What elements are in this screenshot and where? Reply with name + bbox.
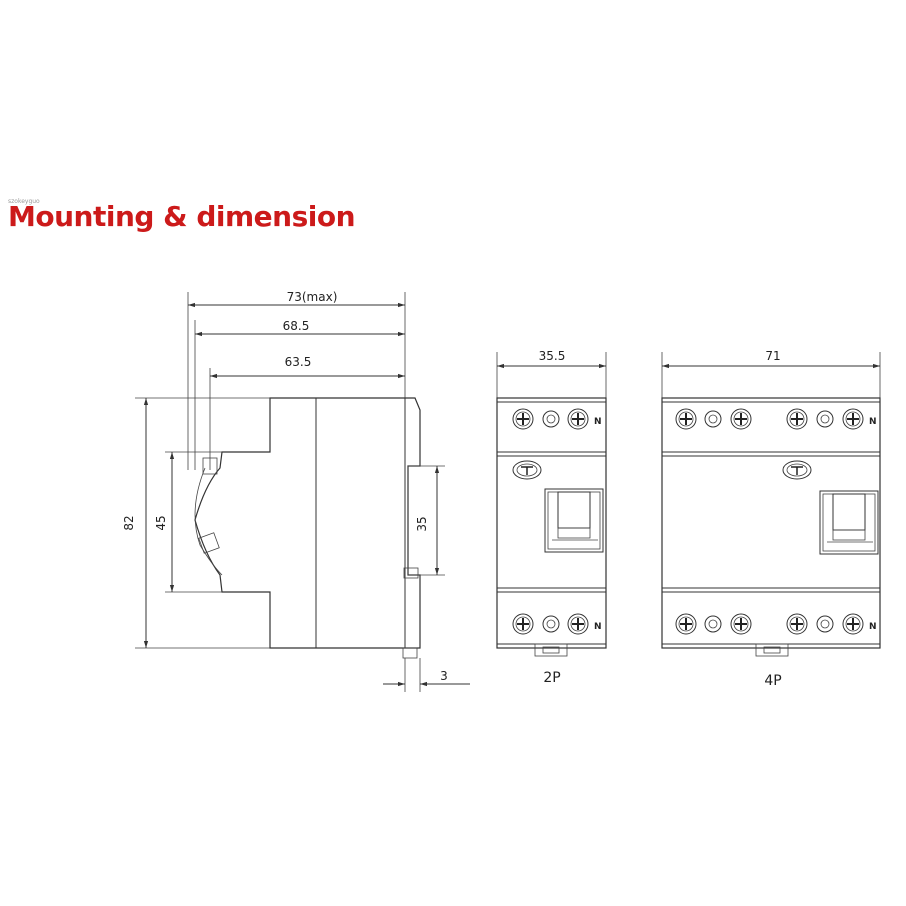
watermark-text: szokeyguo — [8, 198, 40, 205]
neutral-mark-4p-top: N — [869, 417, 877, 427]
terminal-screw-icon — [512, 408, 534, 430]
test-button-icon — [512, 460, 542, 480]
width-4p-label: 71 — [765, 349, 780, 363]
toggle-handle — [819, 490, 879, 555]
terminal-screw-icon — [730, 408, 752, 430]
dim-rail-label: 35 — [415, 516, 429, 531]
caption-4p: 4P — [764, 673, 781, 689]
caption-2p: 2P — [543, 670, 560, 686]
neutral-mark-2p-bottom: N — [594, 622, 602, 632]
terminal-screw-icon — [730, 613, 752, 635]
width-2p-label: 35.5 — [539, 349, 566, 363]
terminal-screw-icon — [842, 408, 864, 430]
front-view-4p: 71 N N — [661, 349, 881, 689]
terminal-screw-icon — [567, 408, 589, 430]
terminal-screw-icon — [786, 613, 808, 635]
terminal-screw-icon — [567, 613, 589, 635]
dim-offset-label: 3 — [440, 669, 448, 683]
test-button-icon — [782, 460, 812, 480]
terminal-screw-icon — [786, 408, 808, 430]
page-title: Mounting & dimension — [8, 200, 356, 233]
front-view-2p: 35.5 N N 2P — [496, 349, 607, 686]
terminal-screw-icon — [512, 613, 534, 635]
terminal-screw-icon — [675, 408, 697, 430]
dim-overall-label: 73(max) — [287, 290, 338, 304]
neutral-mark-2p-top: N — [594, 417, 602, 427]
dim-height-label: 82 — [122, 515, 136, 530]
side-view: 73(max) 68.5 63.5 82 45 35 — [122, 290, 470, 692]
terminal-screw-icon — [842, 613, 864, 635]
dim-inner-label: 45 — [154, 515, 168, 530]
neutral-mark-4p-bottom: N — [869, 622, 877, 632]
terminal-screw-icon — [675, 613, 697, 635]
dim-front-label: 63.5 — [285, 355, 312, 369]
toggle-handle — [544, 488, 604, 553]
dim-middle-label: 68.5 — [283, 319, 310, 333]
